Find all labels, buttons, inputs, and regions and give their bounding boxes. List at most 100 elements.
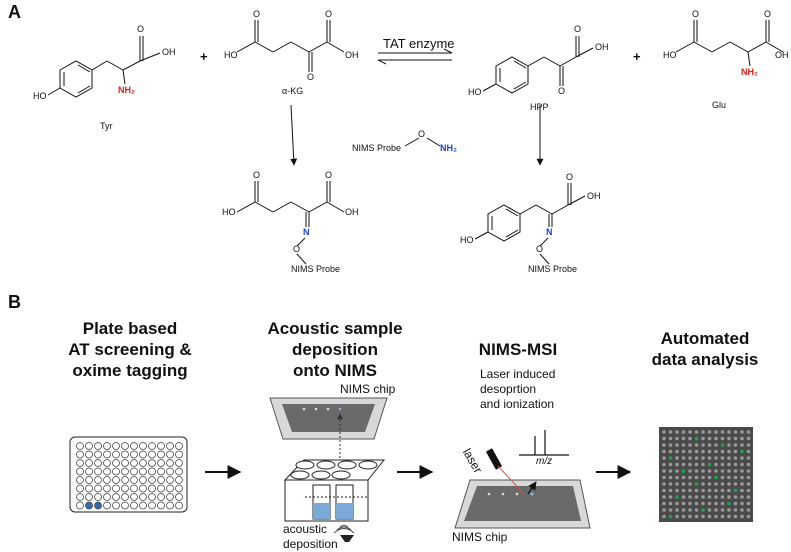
heatmap-spot: [727, 456, 731, 460]
well: [130, 467, 138, 476]
well: [94, 501, 102, 510]
akg-oxime-o-label-3: O: [293, 244, 301, 254]
heatmap-spot: [668, 449, 673, 454]
well: [148, 459, 156, 467]
heatmap-spot: [662, 495, 666, 499]
heatmap-spot: [727, 514, 731, 519]
heatmap-spot: [746, 495, 751, 499]
heatmap-spot: [694, 436, 699, 441]
well: [139, 501, 147, 510]
well: [139, 484, 147, 493]
heatmap-spot: [707, 495, 712, 499]
heatmap-spot: [701, 514, 705, 519]
heatmap-spot: [727, 436, 731, 441]
heatmap-spot: [746, 488, 751, 493]
heatmap-spot: [727, 430, 731, 434]
nims-chip-top-label: NIMS chip: [340, 382, 396, 396]
akg-oh-label: OH: [345, 50, 359, 60]
well: [175, 484, 183, 493]
heatmap-spot: [740, 456, 744, 460]
tyr-oh-label: OH: [162, 47, 176, 57]
heatmap-spot: [681, 488, 686, 493]
nims-chip-top: [269, 397, 388, 440]
heatmap-spot: [746, 449, 751, 454]
well: [130, 476, 138, 484]
heatmap-spot: [714, 501, 718, 506]
heatmap-spot: [707, 482, 712, 486]
akg-to-oxime-arrow: [290, 104, 298, 166]
heatmap-spot: [694, 469, 699, 473]
well: [148, 501, 156, 510]
heatmap-spot: [746, 436, 751, 441]
heatmap-spot: [662, 475, 666, 480]
heatmap-spot: [707, 443, 712, 447]
well: [175, 450, 183, 459]
well: [121, 493, 129, 501]
heatmap-spot: [688, 456, 692, 460]
heatmap-spot: [662, 514, 666, 519]
hpp-o-label-1: O: [558, 86, 566, 96]
heatmap-spot: [688, 482, 692, 486]
heatmap-spot: [668, 462, 673, 467]
heatmap-spot: [714, 514, 718, 519]
heatmap-spot: [701, 488, 705, 493]
well: [121, 450, 129, 459]
heatmap-spot: [733, 482, 738, 486]
well: [157, 450, 165, 459]
well: [130, 501, 138, 510]
heatmap-spot: [694, 475, 699, 480]
hpp-oh-label: OH: [595, 42, 609, 52]
heatmap-spot: [733, 475, 738, 480]
heatmap-spot: [675, 501, 679, 506]
heatmap-spot: [694, 488, 699, 493]
well: [94, 450, 102, 459]
hpp-oxime-o-label-1: O: [566, 172, 574, 182]
heatmap-spot: [720, 501, 725, 506]
heatmap-spot: [662, 482, 666, 486]
heatmap-spot: [720, 462, 725, 467]
step2-title: Acoustic sample deposition onto NIMS: [267, 319, 403, 380]
well: [103, 476, 111, 484]
well: [85, 442, 93, 450]
well: [166, 493, 174, 501]
well: [76, 493, 84, 501]
akg-oxime-probe-label: NIMS Probe: [291, 264, 341, 274]
equilibrium-arrows: [377, 48, 453, 65]
hpp-ho-label: HO: [468, 87, 482, 97]
heatmap-spot: [714, 488, 718, 493]
well: [166, 476, 174, 484]
heatmap-spot: [746, 462, 751, 467]
well: [175, 459, 183, 467]
well: [76, 476, 84, 484]
heatmap-spot: [720, 475, 725, 480]
heatmap-spot: [707, 449, 712, 454]
heatmap-spot: [662, 488, 666, 493]
heatmap-spot: [720, 514, 725, 519]
akg-oxime-o-label-2: O: [325, 170, 333, 180]
glu-nh2-label: NH₂: [741, 67, 758, 77]
data-heatmap: [659, 427, 753, 522]
well: [139, 476, 147, 484]
heatmap-spot: [688, 508, 692, 512]
laser-device: [485, 448, 525, 495]
well: [175, 442, 183, 450]
heatmap-spot: [701, 482, 705, 486]
heatmap-spot: [733, 443, 738, 447]
heatmap-spot: [675, 469, 679, 473]
hpp-oxime-oh-label: OH: [587, 191, 601, 201]
akg-oxime-n-label: N: [303, 227, 310, 237]
well: [157, 467, 165, 476]
heatmap-spot: [694, 514, 699, 519]
well: [85, 459, 93, 467]
heatmap-spot: [668, 495, 673, 499]
heatmap-spot: [720, 456, 725, 460]
akg-o-label-1: O: [253, 9, 261, 19]
well: [157, 493, 165, 501]
heatmap-spot: [733, 469, 738, 473]
well: [166, 459, 174, 467]
heatmap-spot: [662, 508, 666, 512]
laser-note: Laser induced desoprtion and ionization: [480, 367, 556, 411]
well: [76, 501, 84, 510]
heatmap-spot: [694, 482, 699, 486]
well: [166, 484, 174, 493]
